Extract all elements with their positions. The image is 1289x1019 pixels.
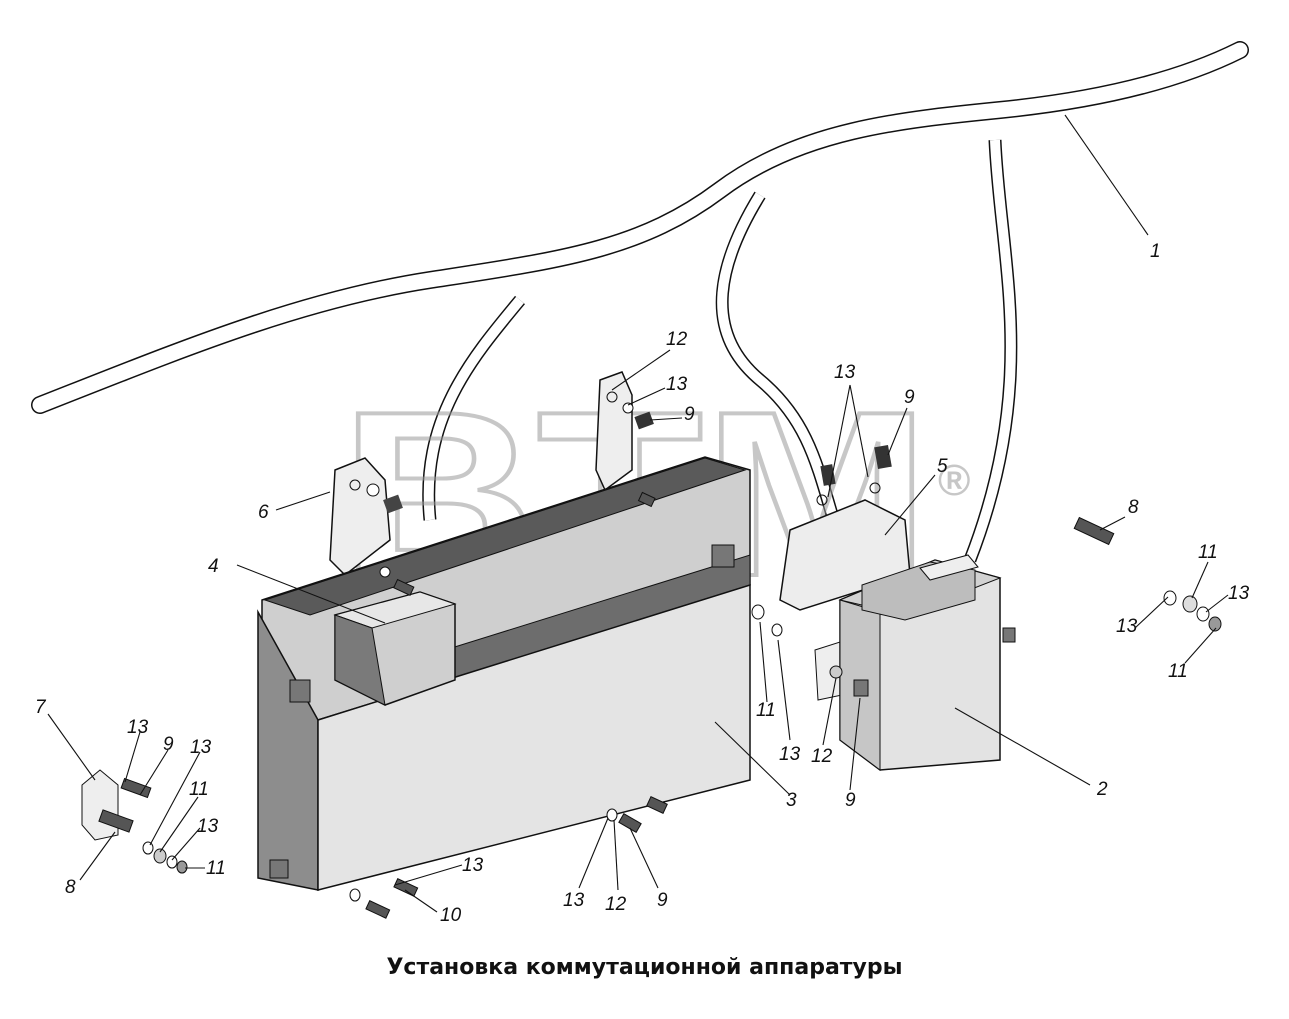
fasteners bbox=[81, 491, 1222, 919]
callout-11-left-mid: 11 bbox=[189, 779, 209, 800]
callout-13-unit3: 13 bbox=[779, 744, 801, 765]
callout-13-bottom-a: 13 bbox=[462, 855, 484, 876]
callout-12-bottom: 12 bbox=[605, 894, 627, 915]
callout-13-left-b: 13 bbox=[190, 737, 212, 758]
callout-8-right: 8 bbox=[1128, 497, 1139, 518]
callout-6: 6 bbox=[258, 502, 269, 523]
callout-13-right-right: 13 bbox=[1228, 583, 1250, 604]
callout-3: 3 bbox=[786, 790, 797, 811]
callout-13-bracket5: 13 bbox=[834, 362, 856, 383]
leader-lines bbox=[47, 114, 1229, 913]
callout-9-unit2: 9 bbox=[845, 790, 856, 811]
callout-11-right-top: 11 bbox=[1198, 542, 1218, 563]
callout-2: 2 bbox=[1096, 779, 1108, 800]
callout-13-left-a: 13 bbox=[127, 717, 149, 738]
callout-13-left-c: 13 bbox=[197, 816, 219, 837]
callout-13-top: 13 bbox=[666, 374, 688, 395]
bracket-top bbox=[595, 371, 654, 492]
callout-12-bracket5: 12 bbox=[811, 746, 833, 767]
connector-4 bbox=[333, 591, 457, 706]
callout-13-right-left: 13 bbox=[1116, 616, 1138, 637]
callout-9-bracket5: 9 bbox=[904, 387, 915, 408]
control-unit-2 bbox=[838, 554, 1016, 771]
callout-4: 4 bbox=[208, 556, 219, 577]
callouts: 1 2 3 4 5 6 7 8 8 9 9 9 9 9 10 11 11 11 … bbox=[35, 241, 1250, 926]
callout-5: 5 bbox=[937, 456, 948, 477]
diagram-caption: Установка коммутационной аппаратуры bbox=[386, 955, 903, 980]
watermark-registered-mark: ® bbox=[938, 456, 970, 505]
callout-11-left-bottom: 11 bbox=[206, 858, 226, 879]
callout-11-right-bottom: 11 bbox=[1168, 661, 1188, 682]
callout-10: 10 bbox=[440, 905, 462, 926]
callout-12-top: 12 bbox=[666, 329, 688, 350]
callout-7: 7 bbox=[35, 697, 47, 718]
callout-9-top: 9 bbox=[684, 404, 695, 425]
callout-11-unit3: 11 bbox=[756, 700, 776, 721]
callout-9-bottom: 9 bbox=[657, 890, 668, 911]
callout-8-left: 8 bbox=[65, 877, 76, 898]
cable-harness bbox=[31, 41, 1249, 573]
callout-1: 1 bbox=[1150, 241, 1161, 262]
callout-9-left: 9 bbox=[163, 734, 174, 755]
bracket-6 bbox=[329, 457, 403, 576]
callout-13-bottom-b: 13 bbox=[563, 890, 585, 911]
